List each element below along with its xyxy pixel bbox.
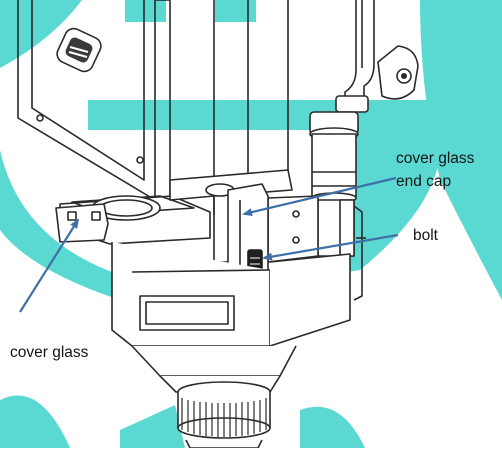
watermark-bottom-mid bbox=[120, 405, 185, 448]
nozzle-knurling bbox=[181, 398, 267, 437]
cover-glass-arrow bbox=[19, 218, 80, 313]
watermark-top-left-swoosh bbox=[0, 0, 82, 68]
label-cover-glass-end-cap-line1: cover glass bbox=[396, 150, 475, 167]
label-cover-glass: cover glass bbox=[10, 344, 89, 361]
watermark-right-arc bbox=[420, 0, 502, 300]
nozzle-ring bbox=[177, 381, 271, 449]
end-cap-arrow bbox=[242, 176, 397, 217]
watermark-bottom-right bbox=[300, 406, 365, 448]
callout-labels: cover glass end cap bolt cover glass bbox=[10, 150, 475, 361]
left-housing bbox=[17, 0, 171, 205]
right-tube-assembly bbox=[309, 0, 419, 301]
label-bolt: bolt bbox=[413, 227, 439, 244]
lower-body bbox=[111, 242, 351, 347]
bolt-arrow bbox=[262, 233, 399, 261]
watermark-bottom-left bbox=[0, 395, 70, 448]
cutting-head-line-art bbox=[17, 0, 419, 449]
housing-connector bbox=[56, 27, 102, 73]
callout-arrows bbox=[19, 176, 399, 313]
label-cover-glass-end-cap-line2: end cap bbox=[396, 173, 451, 190]
watermark-top-bar-2 bbox=[215, 0, 256, 22]
drawer-handle bbox=[55, 203, 109, 243]
watermark-left-arc bbox=[0, 150, 120, 300]
cover-glass-drawer bbox=[55, 195, 211, 245]
watermark-top-bar-1 bbox=[125, 0, 166, 22]
